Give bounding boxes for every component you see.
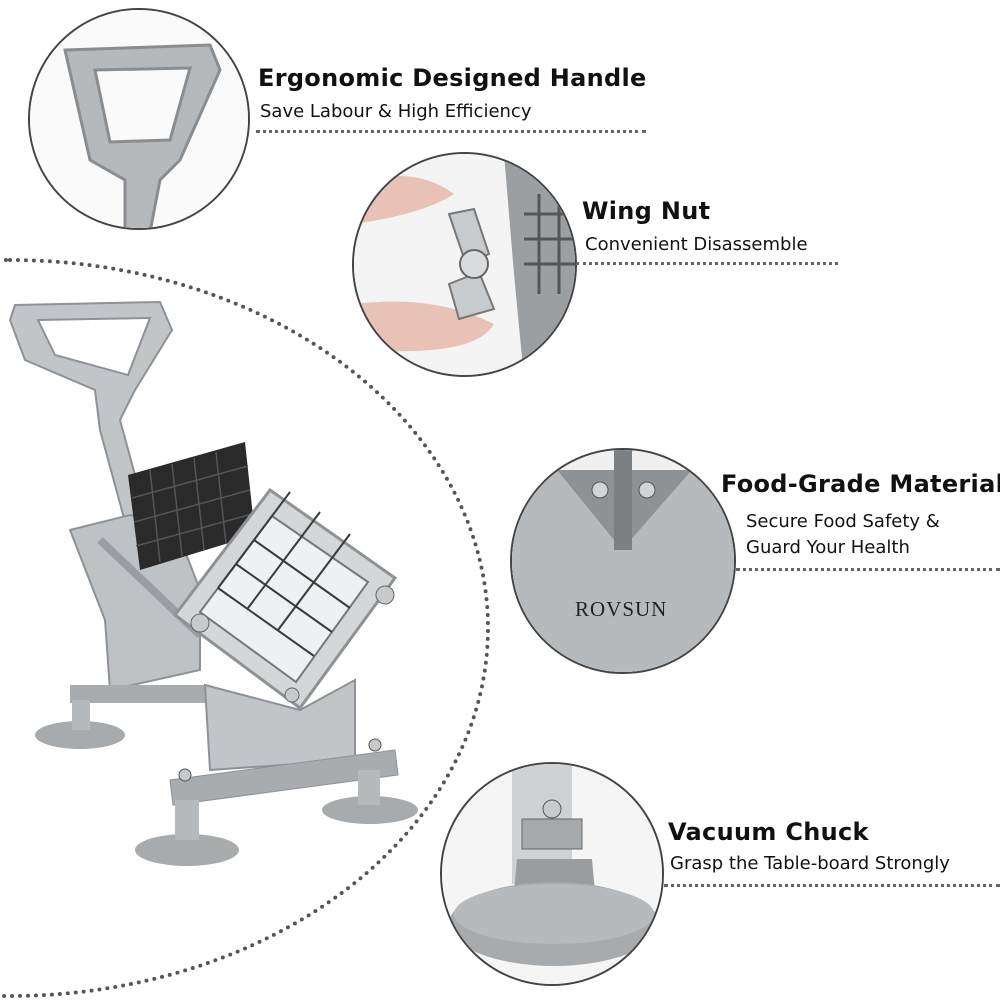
feature-divider-material bbox=[736, 568, 1000, 571]
suction-cup-icon bbox=[442, 764, 662, 984]
wing-nut-detail-circle bbox=[352, 152, 577, 377]
suction-detail-circle bbox=[440, 762, 664, 986]
feature-divider-vacuum-chuck bbox=[664, 884, 1000, 887]
feature-subtitle-handle: Save Labour & High Efficiency bbox=[260, 101, 532, 122]
handle-icon bbox=[30, 10, 248, 228]
french-fry-cutter-image bbox=[8, 300, 418, 866]
material-icon bbox=[512, 450, 734, 672]
feature-subtitle-vacuum-chuck: Grasp the Table-board Strongly bbox=[670, 853, 950, 874]
material-detail-circle bbox=[510, 448, 736, 674]
feature-subtitle-material-line2: Guard Your Health bbox=[746, 537, 910, 558]
feature-title-wing-nut: Wing Nut bbox=[582, 197, 711, 225]
handle-detail-circle bbox=[28, 8, 250, 230]
feature-title-vacuum-chuck: Vacuum Chuck bbox=[668, 818, 869, 846]
feature-divider-handle bbox=[256, 130, 646, 133]
feature-divider-wing-nut bbox=[576, 262, 838, 265]
feature-subtitle-wing-nut: Convenient Disassemble bbox=[585, 234, 808, 255]
feature-title-handle: Ergonomic Designed Handle bbox=[258, 64, 647, 92]
wing-nut-icon bbox=[354, 154, 575, 375]
brand-mark: ROVSUN bbox=[575, 597, 668, 621]
feature-subtitle-material-line1: Secure Food Safety & bbox=[746, 511, 940, 532]
feature-title-material: Food-Grade Material bbox=[721, 470, 1000, 498]
